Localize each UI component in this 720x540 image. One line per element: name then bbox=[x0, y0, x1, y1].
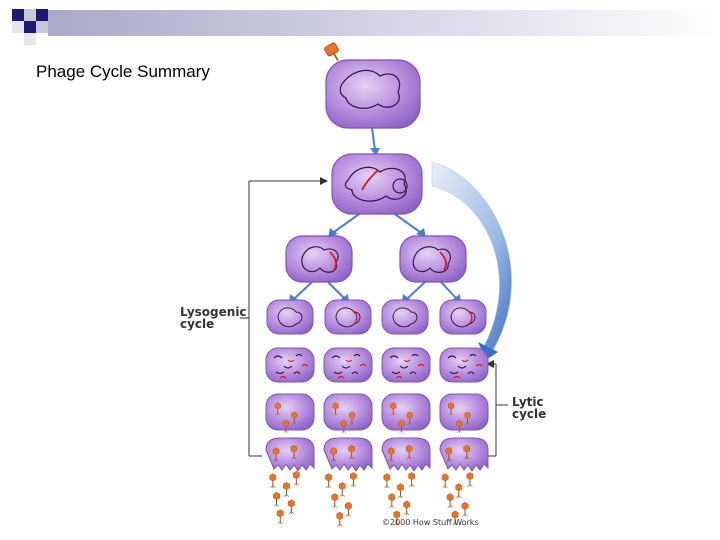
lytic-cycle-label: Lytic cycle bbox=[512, 396, 546, 420]
stage-arrows bbox=[294, 127, 457, 299]
lytic-label-line-1: Lytic bbox=[512, 395, 544, 409]
slide-title: Phage Cycle Summary bbox=[36, 62, 210, 81]
lysogenic-cycle-label: Lysogenic cycle bbox=[180, 306, 247, 330]
lysogenic-bracket bbox=[240, 177, 328, 457]
slide-header-decoration bbox=[12, 9, 720, 45]
cell-prophage-left bbox=[285, 235, 353, 283]
cell-integration bbox=[331, 153, 423, 215]
attaching-phage-icon bbox=[324, 42, 339, 62]
copyright-credit: ©2000 How Stuff Works bbox=[382, 518, 479, 527]
cell-infection bbox=[324, 42, 421, 129]
lytic-bracket bbox=[486, 360, 508, 457]
lysis-cells-row bbox=[265, 437, 489, 472]
lysogenic-cells-row bbox=[266, 299, 487, 335]
lysogenic-label-line-1: Lysogenic bbox=[180, 305, 247, 319]
cell-prophage-right bbox=[399, 235, 467, 283]
lytic-label-line-2: cycle bbox=[512, 407, 547, 421]
replication-cells-row bbox=[265, 347, 489, 383]
assembly-cells-row bbox=[265, 393, 489, 434]
lysogenic-label-line-2: cycle bbox=[180, 317, 215, 331]
